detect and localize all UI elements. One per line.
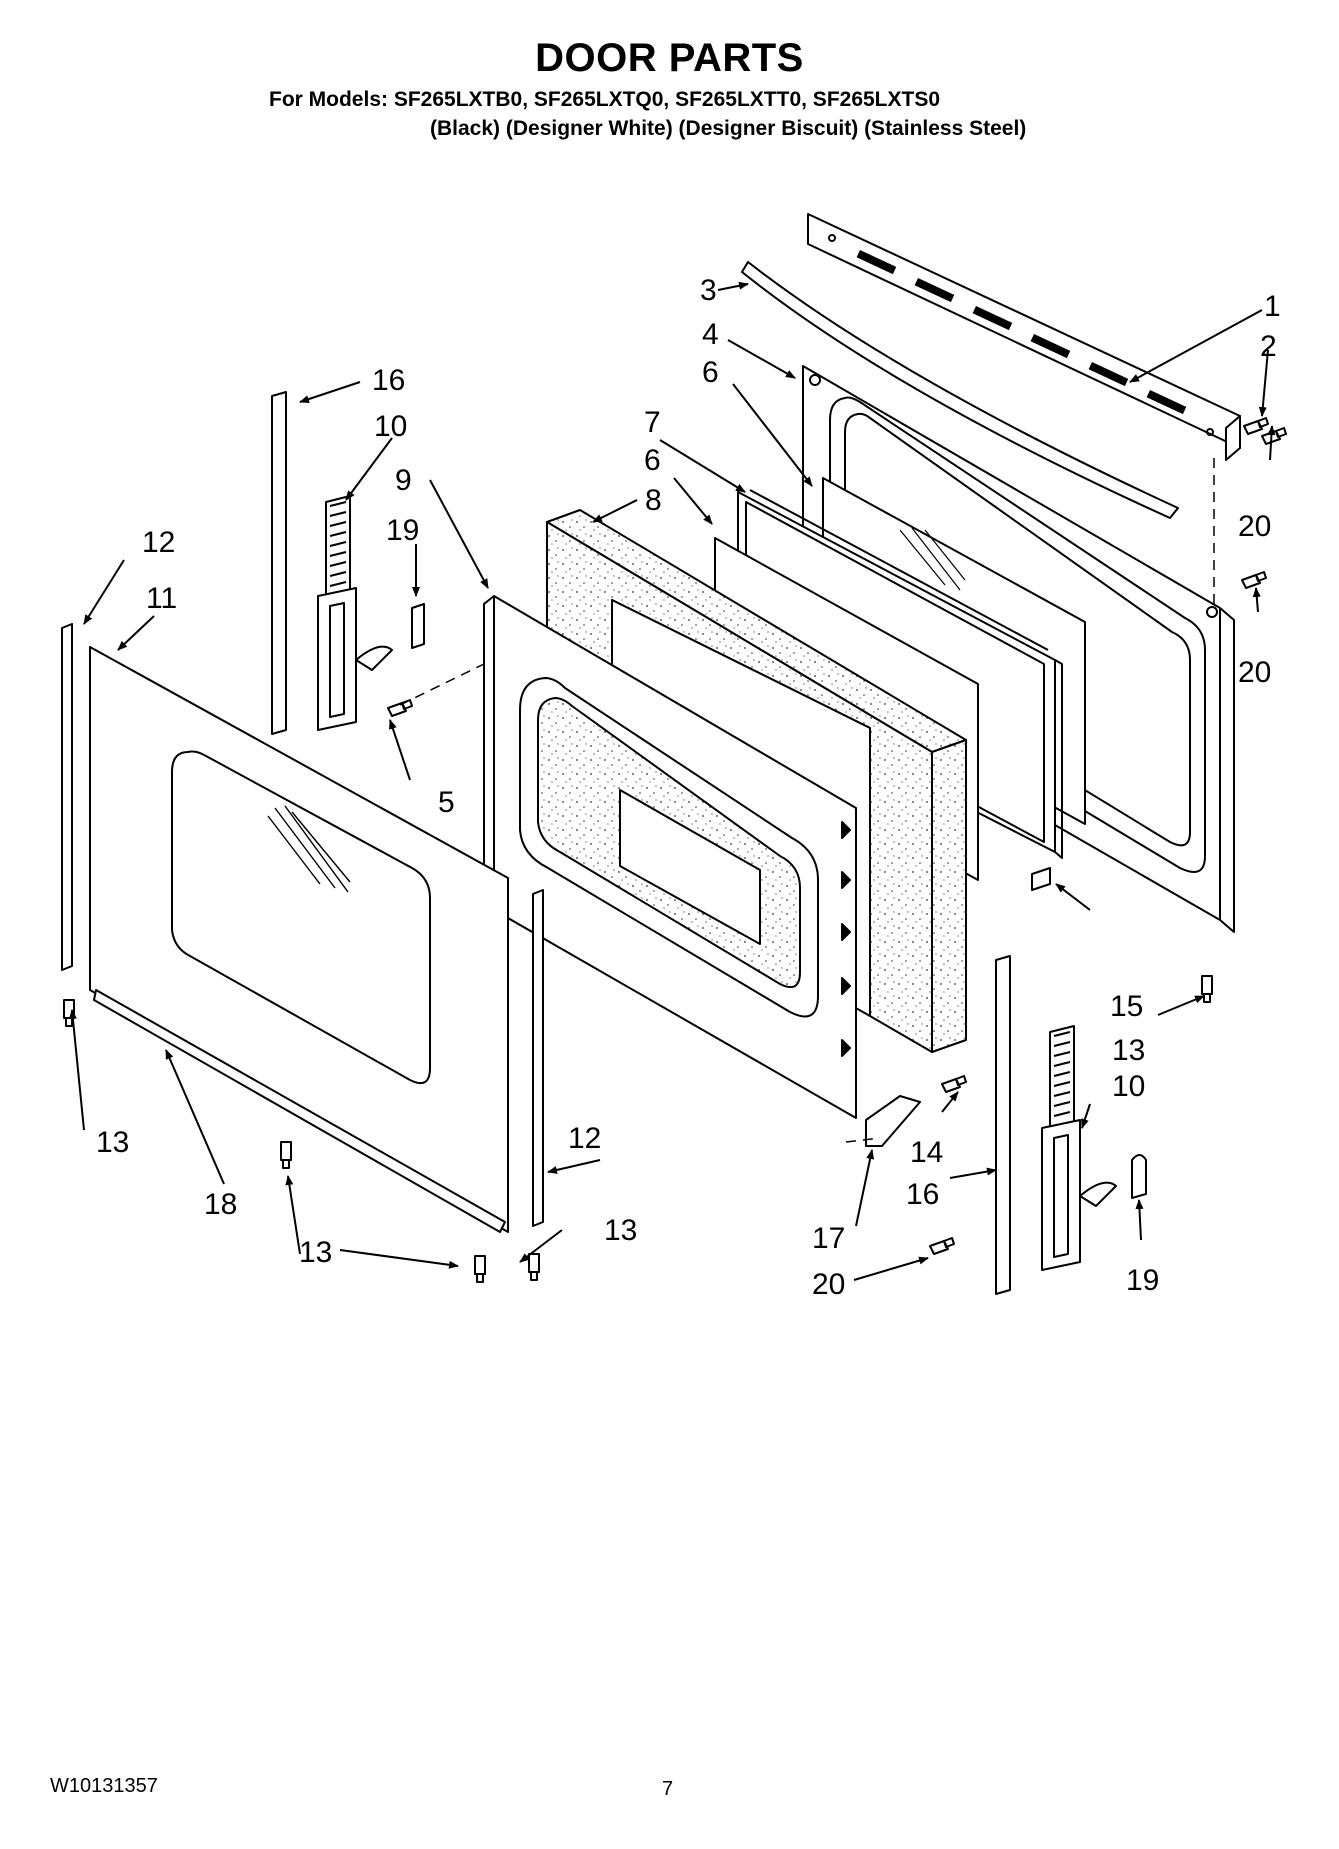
screw-13-bottom <box>474 1255 486 1283</box>
callout-13-right: 13 <box>604 1214 637 1247</box>
screw-20-top <box>1261 427 1287 445</box>
callout-9: 9 <box>395 464 412 497</box>
callout-8: 8 <box>645 484 662 517</box>
screws <box>63 417 1287 1283</box>
screw-2 <box>1243 417 1269 435</box>
callout-1: 1 <box>1264 290 1281 323</box>
callout-2: 2 <box>1260 330 1277 363</box>
callout-16-left: 16 <box>372 364 405 397</box>
screw-20-bottom <box>929 1237 955 1255</box>
callout-20-top: 20 <box>1238 510 1271 543</box>
callout-13-left: 13 <box>96 1126 129 1159</box>
callout-labels: 1 2 3 4 6 7 6 8 9 10 16 19 5 12 11 13 18… <box>96 274 1281 1301</box>
document-number: W10131357 <box>50 1775 158 1797</box>
part-1-vent-trim <box>807 213 1241 461</box>
part-12-side-trim-right <box>532 889 544 1227</box>
callout-18: 18 <box>204 1188 237 1221</box>
part-11-outer-door <box>89 646 509 1233</box>
callout-15: 15 <box>1110 990 1143 1023</box>
callout-16-right: 16 <box>906 1178 939 1211</box>
part-16-hinge-receiver-left <box>271 391 287 735</box>
screw-13-far-right <box>1201 975 1213 1003</box>
callout-20-mid: 20 <box>1238 656 1271 689</box>
callout-19-right: 19 <box>1126 1264 1159 1297</box>
screw-20-mid <box>1241 571 1267 589</box>
part-17-bracket <box>865 1095 921 1147</box>
callout-6-top: 6 <box>702 356 719 389</box>
colors-line: (Black) (Designer White) (Designer Biscu… <box>430 117 1027 140</box>
part-10-hinge-right <box>1041 1025 1117 1271</box>
screw-5 <box>387 699 413 717</box>
part-19-clip-left <box>411 603 425 649</box>
callout-12-left: 12 <box>142 526 175 559</box>
callout-6-middle: 6 <box>644 444 661 477</box>
page-number: 7 <box>662 1778 674 1800</box>
callout-20-bottom: 20 <box>812 1268 845 1301</box>
callout-19-left: 19 <box>386 514 419 547</box>
screw-13-right-bottom <box>528 1253 540 1281</box>
leader-lines <box>68 281 1276 1281</box>
callout-5: 5 <box>438 786 455 819</box>
part-16-hinge-receiver-right <box>995 955 1011 1295</box>
part-18-bottom-trim <box>93 989 506 1233</box>
callout-10-left: 10 <box>374 410 407 443</box>
callout-12-right: 12 <box>568 1122 601 1155</box>
callout-14: 14 <box>910 1136 943 1169</box>
page-title: DOOR PARTS <box>535 36 804 80</box>
part-10-hinge-left <box>317 495 393 731</box>
callout-13-mid: 13 <box>299 1236 332 1269</box>
callout-10-right: 10 <box>1112 1070 1145 1103</box>
screw-14 <box>941 1075 967 1093</box>
callout-17: 17 <box>812 1222 845 1255</box>
screw-13-mid <box>280 1141 292 1169</box>
part-3-deflector <box>741 261 1179 519</box>
callout-7: 7 <box>644 406 661 439</box>
callout-3: 3 <box>700 274 717 307</box>
callout-11: 11 <box>146 582 177 615</box>
callout-4: 4 <box>702 318 719 351</box>
part-19-clip-right <box>1131 1154 1147 1199</box>
part-9-door-liner <box>483 595 857 1119</box>
models-line: For Models: SF265LXTB0, SF265LXTQ0, SF26… <box>269 88 941 111</box>
part-15-clip <box>1031 867 1051 891</box>
part-12-side-trim-left <box>61 623 73 971</box>
callout-13-far-right: 13 <box>1112 1034 1145 1067</box>
